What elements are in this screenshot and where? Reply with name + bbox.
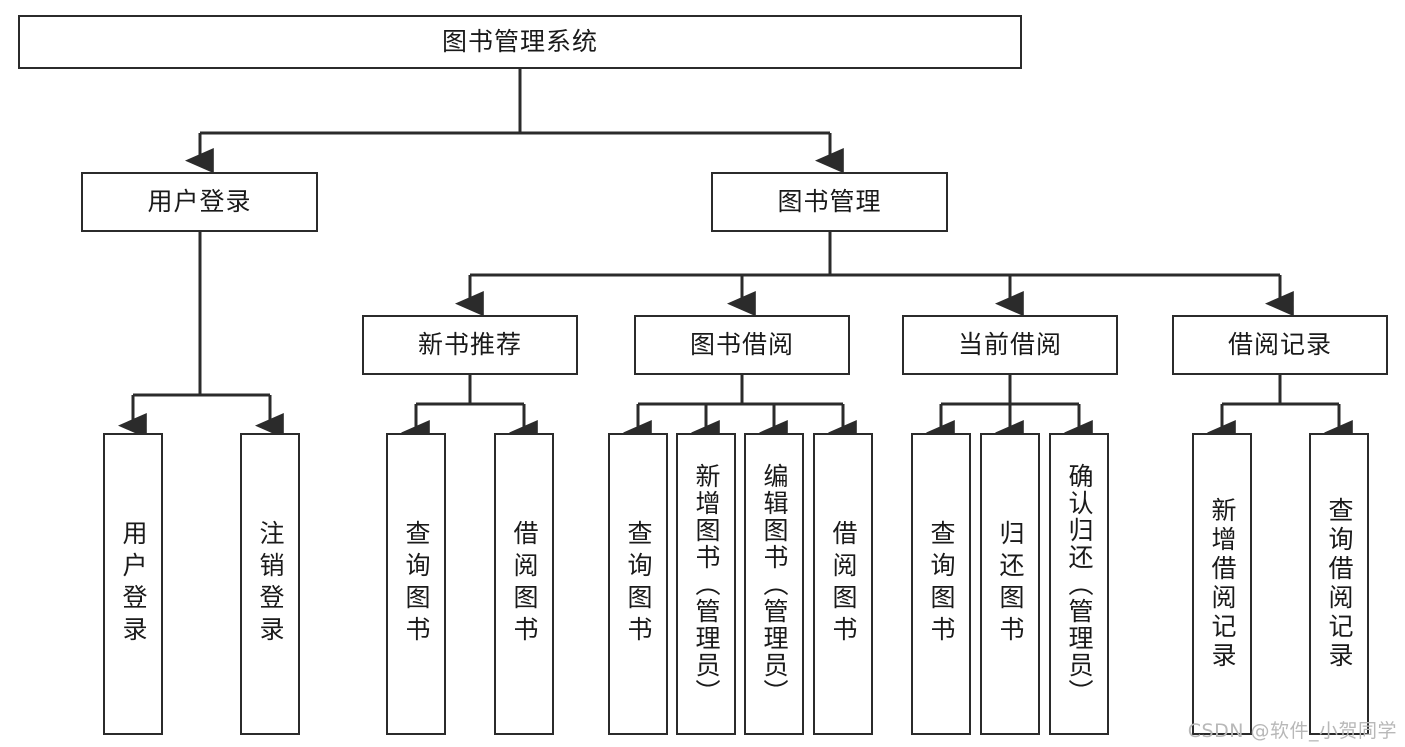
node-label: 新书推荐 <box>417 330 522 360</box>
leaf-query-book-current[interactable]: 查询图书 <box>911 433 971 735</box>
leaf-return-book[interactable]: 归还图书 <box>980 433 1040 735</box>
leaf-borrow-book[interactable]: 借阅图书 <box>813 433 873 735</box>
leaf-query-borrow-record[interactable]: 查询借阅记录 <box>1309 433 1369 735</box>
node-label: 图书管理 <box>777 187 882 217</box>
node-label: 用户登录 <box>147 187 252 217</box>
node-label: 借阅图书 <box>829 520 858 648</box>
leaf-confirm-return-admin[interactable]: 确认归还（管理员） <box>1049 433 1109 735</box>
node-label: 查询图书 <box>402 520 431 648</box>
leaf-add-borrow-record[interactable]: 新增借阅记录 <box>1192 433 1252 735</box>
leaf-edit-book-admin[interactable]: 编辑图书（管理员） <box>744 433 804 735</box>
node-label: 新增图书（管理员） <box>692 462 721 706</box>
leaf-query-book-borrow[interactable]: 查询图书 <box>608 433 668 735</box>
node-current-borrow[interactable]: 当前借阅 <box>902 315 1118 375</box>
node-new-book-recommend[interactable]: 新书推荐 <box>362 315 578 375</box>
node-label: 当前借阅 <box>957 330 1062 360</box>
node-root-book-management-system[interactable]: 图书管理系统 <box>18 15 1022 69</box>
node-label: 图书管理系统 <box>441 27 598 57</box>
node-label: 新增借阅记录 <box>1208 497 1237 671</box>
node-book-borrow[interactable]: 图书借阅 <box>634 315 850 375</box>
leaf-query-book-recommend[interactable]: 查询图书 <box>386 433 446 735</box>
node-label: 注销登录 <box>256 520 285 648</box>
node-label: 查询图书 <box>624 520 653 648</box>
node-label: 查询图书 <box>927 520 956 648</box>
leaf-logout[interactable]: 注销登录 <box>240 433 300 735</box>
leaf-user-login[interactable]: 用户登录 <box>103 433 163 735</box>
node-label: 归还图书 <box>996 520 1025 648</box>
node-label: 借阅记录 <box>1227 330 1332 360</box>
node-label: 图书借阅 <box>689 330 794 360</box>
node-label: 编辑图书（管理员） <box>760 462 789 706</box>
leaf-borrow-book-recommend[interactable]: 借阅图书 <box>494 433 554 735</box>
connector-lines <box>117 68 1353 446</box>
node-label: 查询借阅记录 <box>1325 497 1354 671</box>
node-label: 确认归还（管理员） <box>1065 462 1094 706</box>
node-label: 借阅图书 <box>510 520 539 648</box>
node-label: 用户登录 <box>119 520 148 648</box>
node-borrow-record[interactable]: 借阅记录 <box>1172 315 1388 375</box>
leaf-add-book-admin[interactable]: 新增图书（管理员） <box>676 433 736 735</box>
node-book-management[interactable]: 图书管理 <box>711 172 948 232</box>
node-user-login[interactable]: 用户登录 <box>81 172 318 232</box>
